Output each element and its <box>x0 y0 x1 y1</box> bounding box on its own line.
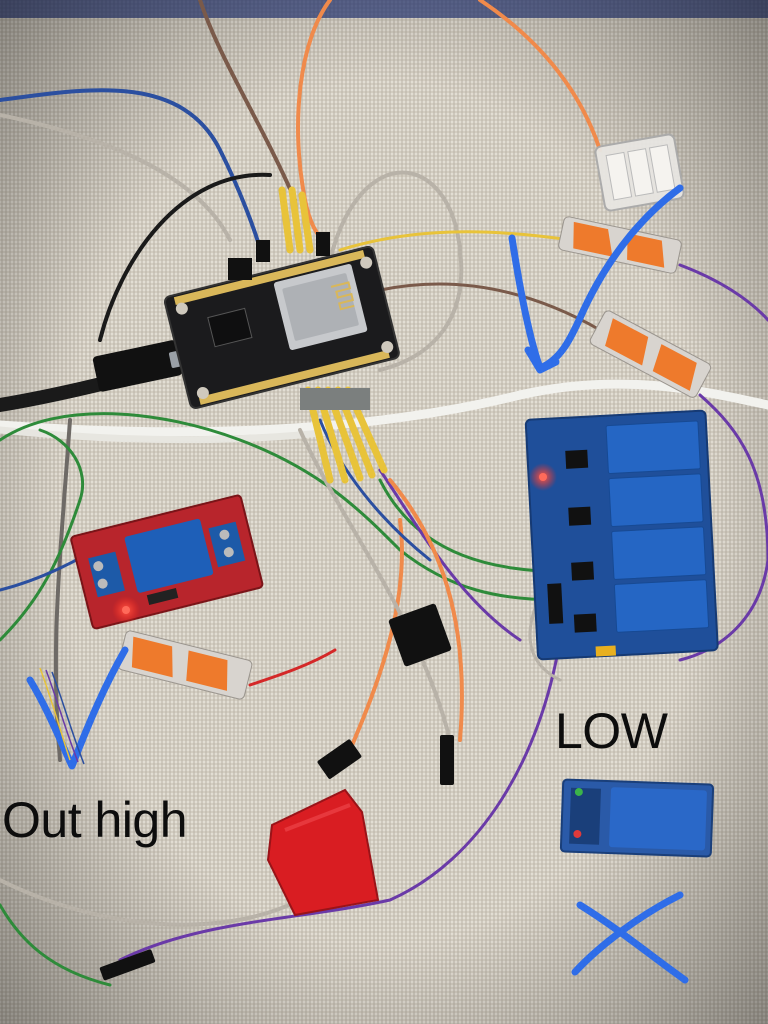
blue-check-mark-left <box>26 646 129 770</box>
low-state-label: LOW <box>555 703 668 759</box>
esp-nodemcu-board <box>163 245 400 409</box>
wire-green-left-2 <box>0 428 85 642</box>
wago-connector-top <box>594 133 685 212</box>
wire-orange-topright <box>478 0 602 152</box>
small-relay-module-blue <box>559 778 715 858</box>
out-high-label: Out high <box>2 792 188 848</box>
wire-green-left <box>0 412 562 602</box>
wire-brown-header <box>358 282 602 332</box>
quad-relay-module-blue <box>524 409 719 661</box>
wire-orange-top <box>296 0 332 242</box>
wire-green-bottom <box>0 903 112 987</box>
wire-orange-mid-2 <box>388 478 464 742</box>
wire-blue-top <box>0 88 264 257</box>
usb-cable <box>0 340 196 412</box>
wire-red-short <box>248 648 337 687</box>
wire-purple-long <box>118 638 562 962</box>
wire-grey-arc <box>328 170 464 372</box>
wire-grey-mid <box>298 428 452 742</box>
wire-grey-bottom <box>0 878 302 927</box>
wire-brown-top <box>198 0 297 202</box>
dupont-connector-ends <box>99 603 454 981</box>
black-dupont-headers <box>228 232 370 410</box>
wire-orange-mid <box>348 518 404 752</box>
blue-cross-mark <box>571 891 689 984</box>
wago-connector-orange-3 <box>117 630 253 700</box>
wire-black-left <box>98 172 272 342</box>
red-tape-wrap <box>266 788 380 917</box>
wire-blue-mid <box>318 418 432 562</box>
wire-purple-right <box>678 263 768 322</box>
blue-check-mark-top <box>508 184 684 374</box>
wago-connector-orange-2 <box>589 310 712 398</box>
wire-purple-mid <box>378 468 522 642</box>
wire-yellow-header <box>338 230 572 252</box>
wire-grey-left <box>0 113 232 242</box>
thin-colored-wire-scribbles <box>39 667 85 765</box>
single-relay-module-red <box>70 494 264 630</box>
